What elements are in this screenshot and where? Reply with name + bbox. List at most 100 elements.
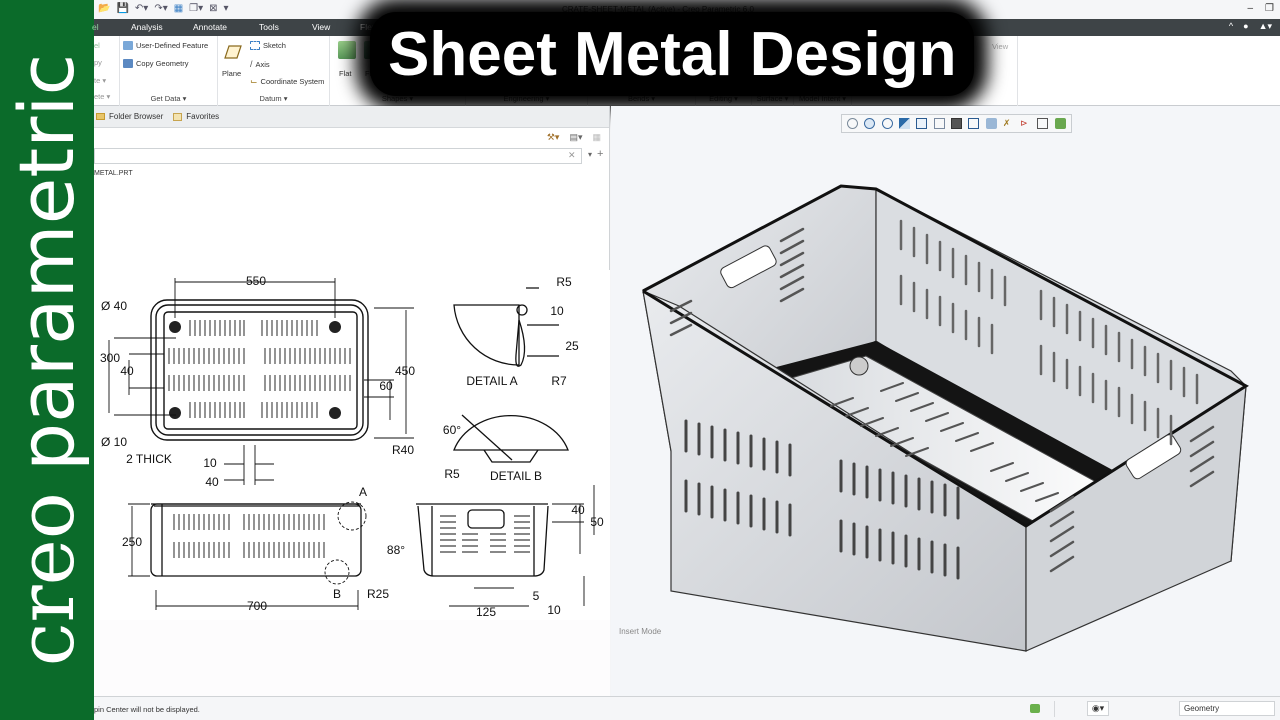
model-tree-root-item[interactable]: METAL.PRT: [94, 170, 133, 177]
user-defined-feature-button[interactable]: User-Defined Feature: [123, 41, 208, 50]
settings-tools-icon[interactable]: ⚒▾: [546, 132, 560, 142]
status-bar: pin Center will not be displayed. ◉▾ Geo…: [94, 696, 1280, 720]
search-options-chevron-icon[interactable]: ▾: [588, 150, 593, 159]
bends-group-label[interactable]: Bends ▾: [627, 94, 656, 103]
dim-60: 60: [379, 379, 393, 393]
axis-button[interactable]: / Axis: [250, 59, 270, 69]
windows-icon[interactable]: ❐▾: [189, 3, 204, 14]
headline-text: Sheet Metal Design: [388, 19, 957, 89]
dim-450: 450: [395, 364, 415, 378]
repaint-icon[interactable]: [899, 118, 911, 129]
dim-50-side: 50: [590, 515, 604, 529]
folder-browser-label: Folder Browser: [109, 112, 164, 121]
show-icon[interactable]: ▤▾: [569, 132, 583, 142]
zoom-in-icon[interactable]: [864, 118, 876, 129]
selection-filter-dropdown[interactable]: Geometry: [1179, 701, 1275, 716]
stub-label-4: ete ▾: [94, 92, 111, 101]
columns-icon[interactable]: ▦: [592, 132, 601, 142]
spin-center-icon[interactable]: [985, 118, 997, 129]
view-manager-icon[interactable]: [950, 118, 962, 129]
dim-125-side: 125: [476, 605, 496, 619]
zoom-out-icon[interactable]: [881, 118, 893, 129]
dim-700: 700: [247, 599, 267, 613]
dim-r40: R40: [392, 443, 414, 457]
plane-button[interactable]: Plane: [222, 41, 246, 81]
tab-annotate[interactable]: Annotate: [193, 22, 228, 32]
regeneration-status-icon[interactable]: [1030, 704, 1040, 713]
favorites-label: Favorites: [186, 112, 220, 121]
annotation-display-icon[interactable]: ⊳: [1020, 118, 1028, 128]
detail-b-label: DETAIL B: [490, 469, 542, 483]
navigator-tabs: Folder Browser Favorites: [94, 106, 609, 128]
customize-icon[interactable]: ▾: [223, 3, 229, 14]
model-tree-search-input[interactable]: [94, 148, 582, 164]
tab-model[interactable]: el: [92, 22, 99, 32]
model-tree-toolbar: ⚒▾ ▤▾ ▦: [94, 128, 609, 148]
undo-icon[interactable]: ↶▾: [134, 3, 149, 14]
find-button[interactable]: ◉▾: [1087, 701, 1109, 716]
get-data-group-label[interactable]: Get Data ▾: [150, 94, 187, 103]
named-views-icon[interactable]: [1037, 118, 1049, 129]
ribbon-group-view: View: [852, 36, 1018, 106]
brand-word-parametric: parametric: [2, 53, 91, 472]
open-icon[interactable]: 📂: [98, 3, 111, 14]
engineering-group-label[interactable]: Engineering ▾: [503, 94, 550, 103]
detail-b-callout: B: [333, 587, 341, 601]
collapse-ribbon-icon[interactable]: ^: [1228, 21, 1234, 31]
dim-dia-40: Ø 40: [101, 299, 127, 313]
dim-dia-10: Ø 10: [101, 435, 127, 449]
add-filter-icon[interactable]: +: [597, 148, 604, 160]
search-help-icon[interactable]: ●: [1243, 21, 1249, 31]
redo-icon[interactable]: ↷▾: [154, 3, 168, 14]
copy-geometry-button[interactable]: Copy Geometry: [123, 59, 189, 68]
appearance-icon[interactable]: [1054, 118, 1066, 129]
tab-analysis[interactable]: Analysis: [131, 22, 163, 32]
dim-88-deg: 88°: [387, 543, 405, 557]
datum-display-icon[interactable]: ✗: [1002, 118, 1011, 128]
coordinate-system-button[interactable]: ⌙ Coordinate System: [250, 76, 324, 87]
tab-favorites[interactable]: Favorites: [173, 112, 219, 121]
stub-label-3: te ▾: [94, 76, 107, 85]
tab-view[interactable]: View: [312, 22, 331, 32]
sketch-label: Sketch: [263, 41, 286, 50]
plane-icon: [224, 45, 242, 59]
flat-wall-icon: [338, 41, 356, 59]
minimize-icon[interactable]: –: [1247, 3, 1254, 14]
clear-search-icon[interactable]: ✕: [568, 150, 576, 160]
dim-550: 550: [246, 274, 266, 288]
sketch-icon: [250, 41, 260, 50]
regenerate-icon[interactable]: ▦: [173, 3, 184, 14]
dim-40-slot: 40: [120, 364, 134, 378]
surface-group-label[interactable]: Surface ▾: [756, 94, 789, 103]
engineering-drawing: 550 Ø 40 300 40 60 450 Ø 10 2 THICK R40 …: [94, 270, 610, 620]
restore-icon[interactable]: ❐: [1265, 3, 1274, 14]
dim-25-a: 25: [565, 339, 579, 353]
graphics-window[interactable]: ✗ ⊳: [611, 106, 1280, 696]
flat-label: Flat: [339, 69, 352, 78]
insert-mode-label: Insert Mode: [619, 627, 662, 636]
editing-group-label[interactable]: Editing ▾: [709, 94, 738, 103]
display-style-icon[interactable]: [916, 118, 928, 129]
tab-tools[interactable]: Tools: [259, 22, 279, 32]
sketch-button[interactable]: Sketch: [250, 41, 286, 50]
tab-folder-browser[interactable]: Folder Browser: [96, 112, 163, 121]
flat-button[interactable]: Flat: [338, 41, 358, 81]
perspective-icon[interactable]: [968, 118, 980, 129]
saved-orientations-icon[interactable]: [933, 118, 945, 129]
learning-icon[interactable]: ▲▾: [1258, 21, 1272, 31]
brand-word-creo: creo: [2, 492, 92, 667]
close-window-icon[interactable]: ⊠: [209, 3, 218, 14]
model-intent-group-label[interactable]: Model Intent ▾: [798, 94, 847, 103]
datum-group-label[interactable]: Datum ▾: [259, 94, 288, 103]
dim-60-deg: 60°: [443, 423, 461, 437]
copy-geometry-label: Copy Geometry: [136, 59, 189, 68]
shapes-group-label[interactable]: Shapes ▾: [381, 94, 414, 103]
status-message: pin Center will not be displayed.: [94, 705, 200, 714]
save-icon[interactable]: 💾: [116, 3, 129, 14]
refit-icon[interactable]: [847, 118, 859, 129]
view-stub-label: View: [992, 42, 1009, 51]
crate-3d-model[interactable]: [631, 181, 1271, 671]
dim-10-side: 10: [547, 603, 561, 617]
dim-2-thick: 2 THICK: [126, 452, 172, 466]
